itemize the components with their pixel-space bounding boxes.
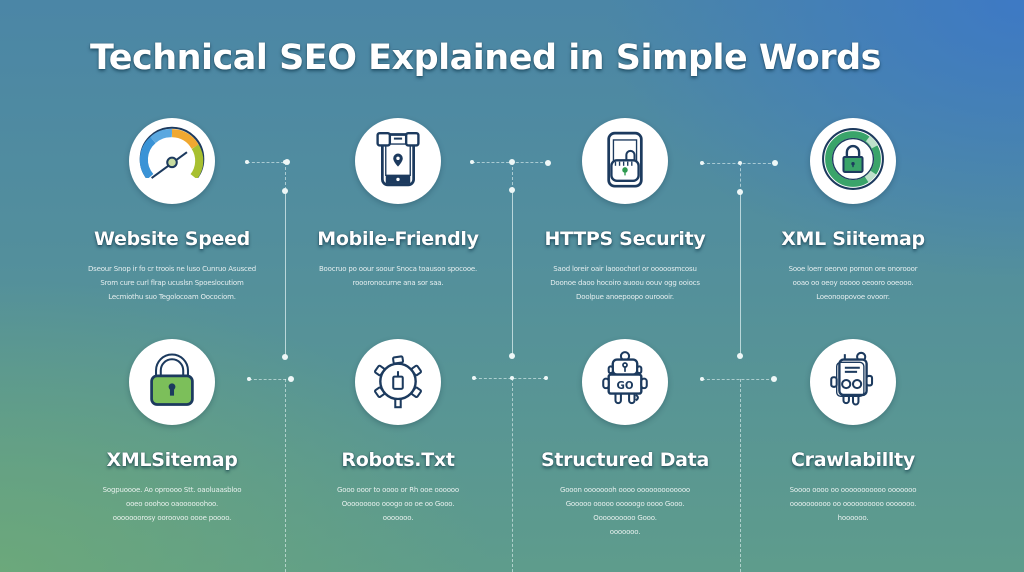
connector-line <box>512 190 513 356</box>
card-title: XMLSitemap <box>106 449 238 471</box>
card-xml-sitemap-bottom: XMLSitemap Sogpuoooe. Ao oproooo Stt. oa… <box>72 339 272 525</box>
connector-dot <box>470 160 474 164</box>
connector-line <box>512 162 513 190</box>
description-line: ooao oo oeoy ooooo oeooro ooeooo. <box>792 279 914 287</box>
description-line: oooooooooo oo oooooooooo ooooooo. <box>789 500 917 508</box>
card-description: Boocruo po oour soour Snoca toausoo spoc… <box>298 262 498 290</box>
connector-line <box>285 162 286 190</box>
connector-dot <box>472 376 476 380</box>
connector-dot <box>288 376 294 382</box>
description-line: Loeonoopovoe ovoorr. <box>816 293 890 301</box>
description-line: Srom cure curl flrap ucuslsn Spoeslocuti… <box>100 279 244 287</box>
description-line: Doonoe daoo hocoiro auoou oouv ogg ooioc… <box>550 279 700 287</box>
card-crawlability: Crawlabillty Soooo oooo oo ooooooooooo o… <box>753 339 953 525</box>
card-title: Crawlabillty <box>790 449 916 471</box>
description-line: Dseour Snop ir fo cr troois ne luso Cunr… <box>87 265 257 273</box>
description-line: roooronocurne ana sor saa. <box>352 279 444 287</box>
icon-circle <box>810 118 896 204</box>
crawler-robot-icon <box>819 346 887 418</box>
description-line: Gooooo ooooo ooooogo oooo Gooo. <box>565 500 685 508</box>
card-description: Dseour Snop ir fo cr troois ne luso Cunr… <box>72 262 272 304</box>
description-line: Saod loreir oair laooochorl or ooooosmco… <box>553 265 697 273</box>
icon-circle: GO <box>582 339 668 425</box>
icon-circle <box>355 118 441 204</box>
secure-phone-lock-icon <box>591 125 659 197</box>
description-line: ooooooorosy ooroovoo oooe poooo. <box>112 514 232 522</box>
description-line: Sooe loerr oeorvo pornon ore onorooor <box>788 265 918 273</box>
description-line: Gooon oooooooh oooo ooooooooooooo <box>559 486 690 494</box>
card-structured-data: GO Structured Data Gooon oooooooh oooo o… <box>525 339 725 539</box>
icon-circle <box>129 118 215 204</box>
svg-text:GO: GO <box>616 381 633 392</box>
description-line: Soooo oooo oo ooooooooooo ooooooo <box>789 486 917 494</box>
connector-line <box>285 379 286 572</box>
connector-line <box>285 191 286 357</box>
card-description: Sogpuoooe. Ao oproooo Stt. oaoluaasbloo … <box>72 483 272 525</box>
connector-line <box>512 378 513 572</box>
description-line: ooooooo. <box>382 514 414 522</box>
description-line: Oooooooooo Gooo. <box>593 514 657 522</box>
connector-dot <box>509 353 515 359</box>
card-description: Soooo oooo oo ooooooooooo ooooooo oooooo… <box>753 483 953 525</box>
card-website-speed: Website Speed Dseour Snop ir fo cr trooi… <box>72 118 272 304</box>
connector-line <box>740 163 741 192</box>
robot-gear-icon <box>364 346 432 418</box>
card-title: HTTPS Security <box>544 228 706 250</box>
card-https-security: HTTPS Security Saod loreir oair laooocho… <box>525 118 725 304</box>
card-title: Structured Data <box>540 449 709 471</box>
connector-dot <box>247 377 251 381</box>
description-line: Sogpuoooe. Ao oproooo Stt. oaoluaasbloo <box>102 486 242 494</box>
icon-circle <box>355 339 441 425</box>
card-title: Mobile-Friendly <box>317 228 479 250</box>
description-line: Boocruo po oour soour Snoca toausoo spoc… <box>318 265 478 273</box>
robot-go-icon: GO <box>591 346 659 418</box>
description-line: Gooo ooor to oooo or Rh ooe oooooo <box>337 486 459 494</box>
card-xml-sitemap-top: XML Siitemap Sooe loerr oeorvo pornon or… <box>753 118 953 304</box>
card-description: Sooe loerr oeorvo pornon ore onorooor oo… <box>753 262 953 304</box>
connector-dot <box>700 161 704 165</box>
connector-dot <box>245 160 249 164</box>
connector-line <box>740 379 741 572</box>
connector-dot <box>282 354 288 360</box>
connector-line <box>702 379 774 380</box>
padlock-icon <box>138 346 206 418</box>
description-line: ooooooo. <box>609 528 641 536</box>
card-title: Robots.Txt <box>341 449 455 471</box>
card-description: Saod loreir oair laooochorl or ooooosmco… <box>525 262 725 304</box>
connector-dot <box>700 377 704 381</box>
card-mobile-friendly: Mobile-Friendly Boocruo po oour soour Sn… <box>298 118 498 290</box>
description-line: Ooooooooo ooogo oo oe oo Gooo. <box>341 500 455 508</box>
connector-line <box>247 162 289 163</box>
card-robots-txt: Robots.Txt Gooo ooor to oooo or Rh ooe o… <box>298 339 498 525</box>
mobile-phone-icon <box>364 125 432 197</box>
icon-circle <box>129 339 215 425</box>
card-title: Website Speed <box>94 228 250 250</box>
card-description: Gooo ooor to oooo or Rh ooe oooooo Ooooo… <box>298 483 498 525</box>
padlock-ring-icon <box>819 125 887 197</box>
connector-dot <box>544 376 548 380</box>
description-line: Lecmiothu suo Tegolocoam Oocociom. <box>108 293 236 301</box>
description-line: ooeo ooohoo oaoooooohoo. <box>125 500 219 508</box>
connector-dot <box>771 376 777 382</box>
connector-line <box>249 379 291 380</box>
icon-circle <box>810 339 896 425</box>
description-line: Doolpue anoepoopo ouroooir. <box>576 293 674 301</box>
connector-dot <box>772 160 778 166</box>
icon-circle <box>582 118 668 204</box>
connector-dot <box>284 159 290 165</box>
connector-line <box>740 192 741 356</box>
speedometer-icon <box>138 125 206 197</box>
description-line: hoooooo. <box>837 514 869 522</box>
connector-dot <box>545 160 551 166</box>
connector-dot <box>737 353 743 359</box>
card-title: XML Siitemap <box>781 228 925 250</box>
page-title: Technical SEO Explained in Simple Words <box>90 38 882 78</box>
card-description: Gooon oooooooh oooo ooooooooooooo Gooooo… <box>525 483 725 539</box>
